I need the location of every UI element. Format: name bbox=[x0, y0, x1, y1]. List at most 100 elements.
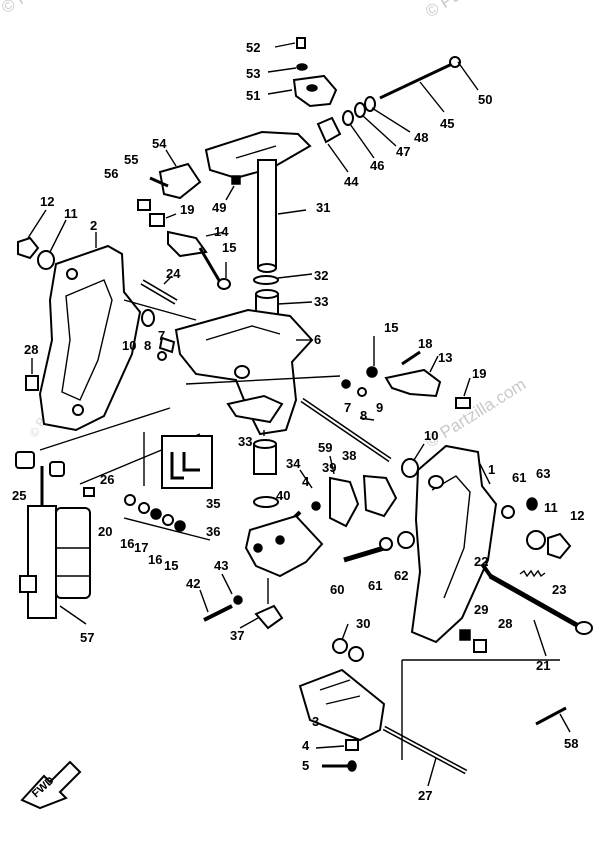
part-44-bushing bbox=[316, 116, 349, 173]
part-58-bolt bbox=[535, 706, 567, 726]
part-7-pin-left bbox=[158, 336, 176, 354]
part-27-shaft bbox=[382, 725, 468, 775]
callout-16-a: 16 bbox=[120, 536, 134, 551]
callout-2: 2 bbox=[90, 218, 97, 233]
part-48-47-46-washers bbox=[342, 96, 411, 159]
callout-34: 34 bbox=[286, 456, 301, 471]
part-38-lock bbox=[362, 474, 398, 518]
part-25-rod-end bbox=[15, 451, 65, 477]
callout-62: 62 bbox=[394, 568, 408, 583]
part-16-collar-a bbox=[138, 502, 150, 514]
part-49-nut bbox=[225, 175, 241, 201]
callout-21: 21 bbox=[536, 658, 550, 673]
part-52-bolt bbox=[274, 37, 306, 49]
callout-4-mid: 4 bbox=[302, 474, 310, 489]
leader-lines bbox=[199, 573, 571, 787]
callout-9: 9 bbox=[376, 400, 383, 415]
callout-61-lower: 61 bbox=[368, 578, 382, 593]
callout-50: 50 bbox=[478, 92, 492, 107]
callout-53: 53 bbox=[246, 66, 260, 81]
part-28-nut-right bbox=[473, 639, 487, 653]
part-11-washer-upper bbox=[37, 219, 67, 270]
part-56-nut bbox=[137, 199, 151, 211]
part-28-nut-left bbox=[25, 358, 39, 391]
callout-46: 46 bbox=[370, 158, 384, 173]
part-7-pin-mid bbox=[341, 379, 351, 389]
part-32-washer bbox=[253, 273, 313, 285]
callout-63: 63 bbox=[536, 466, 550, 481]
callout-15-right: 15 bbox=[384, 320, 398, 335]
callout-10-left: 10 bbox=[122, 338, 136, 353]
part-13-arm-right bbox=[384, 355, 442, 398]
part-37-plate bbox=[254, 578, 284, 630]
part-39-lever bbox=[329, 476, 360, 528]
part-8-bolt-left bbox=[157, 351, 167, 361]
part-16-collar-b bbox=[162, 514, 174, 526]
part-42-bolt bbox=[203, 604, 233, 622]
part-4-screw-lower bbox=[345, 739, 359, 751]
part-21-rod bbox=[488, 573, 593, 635]
callout-12-right: 12 bbox=[570, 508, 584, 523]
part-19-cap-right bbox=[455, 377, 471, 409]
part-20-washer bbox=[124, 494, 136, 506]
callout-37: 37 bbox=[230, 628, 244, 643]
callout-29: 29 bbox=[474, 602, 488, 617]
callout-13: 13 bbox=[438, 350, 452, 365]
callout-6: 6 bbox=[314, 332, 321, 347]
callout-3: 3 bbox=[312, 714, 319, 729]
part-12-nut-upper bbox=[17, 209, 47, 260]
callout-58: 58 bbox=[564, 736, 578, 751]
part-10-ring-left bbox=[141, 309, 155, 327]
callout-15-upper: 15 bbox=[222, 240, 236, 255]
callout-42: 42 bbox=[186, 576, 200, 591]
part-57-tilt-cylinder bbox=[19, 466, 91, 625]
part-2-clamp-bracket-left bbox=[38, 232, 142, 432]
callout-26: 26 bbox=[100, 472, 114, 487]
part-12-nut-right bbox=[547, 532, 572, 560]
part-1-clamp-bracket-right bbox=[410, 444, 498, 644]
callout-40: 40 bbox=[276, 488, 290, 503]
callout-33-lower: 33 bbox=[238, 434, 252, 449]
part-53-washer bbox=[267, 63, 308, 73]
part-10-ring-right bbox=[401, 443, 425, 478]
part-33-bushing-lower bbox=[253, 430, 277, 475]
callout-19-upper: 19 bbox=[180, 202, 194, 217]
callout-20: 20 bbox=[98, 524, 112, 539]
callout-labels: 52 53 51 50 45 48 47 46 44 54 55 56 49 3… bbox=[12, 40, 584, 803]
part-24-tube bbox=[140, 275, 178, 305]
part-62-washer bbox=[397, 531, 415, 549]
part-54-plate bbox=[158, 149, 202, 200]
part-3-bracket-lower bbox=[298, 668, 386, 742]
callout-44: 44 bbox=[344, 174, 359, 189]
callout-52: 52 bbox=[246, 40, 260, 55]
callout-31: 31 bbox=[316, 200, 330, 215]
callout-11-right: 11 bbox=[544, 500, 558, 515]
callout-38: 38 bbox=[342, 448, 356, 463]
part-6-swivel-bracket bbox=[174, 308, 314, 436]
callout-19-right: 19 bbox=[472, 366, 486, 381]
callout-10-right: 10 bbox=[424, 428, 438, 443]
callout-5: 5 bbox=[302, 758, 309, 773]
callout-1: 1 bbox=[488, 462, 495, 477]
part-36-bracket bbox=[244, 514, 324, 578]
callout-25: 25 bbox=[12, 488, 26, 503]
part-29-nut bbox=[459, 629, 471, 641]
callout-23: 23 bbox=[552, 582, 566, 597]
part-9-tilt-shaft bbox=[300, 397, 392, 463]
part-18-pin bbox=[401, 350, 421, 366]
callout-43: 43 bbox=[214, 558, 228, 573]
part-4-screw-mid bbox=[311, 501, 321, 511]
part-11-washer-right bbox=[526, 530, 546, 550]
part-30-nuts bbox=[332, 638, 364, 662]
callout-32: 32 bbox=[314, 268, 328, 283]
part-34-spring bbox=[299, 469, 313, 489]
assembly-lines bbox=[143, 432, 560, 760]
callout-57: 57 bbox=[80, 630, 94, 645]
callout-33-upper: 33 bbox=[314, 294, 328, 309]
callout-22: 22 bbox=[474, 554, 488, 569]
part-8-pin-mid bbox=[357, 387, 367, 397]
fwd-arrow: FWD bbox=[20, 760, 82, 810]
part-31-steering-shaft bbox=[257, 159, 307, 273]
callout-47: 47 bbox=[396, 144, 410, 159]
